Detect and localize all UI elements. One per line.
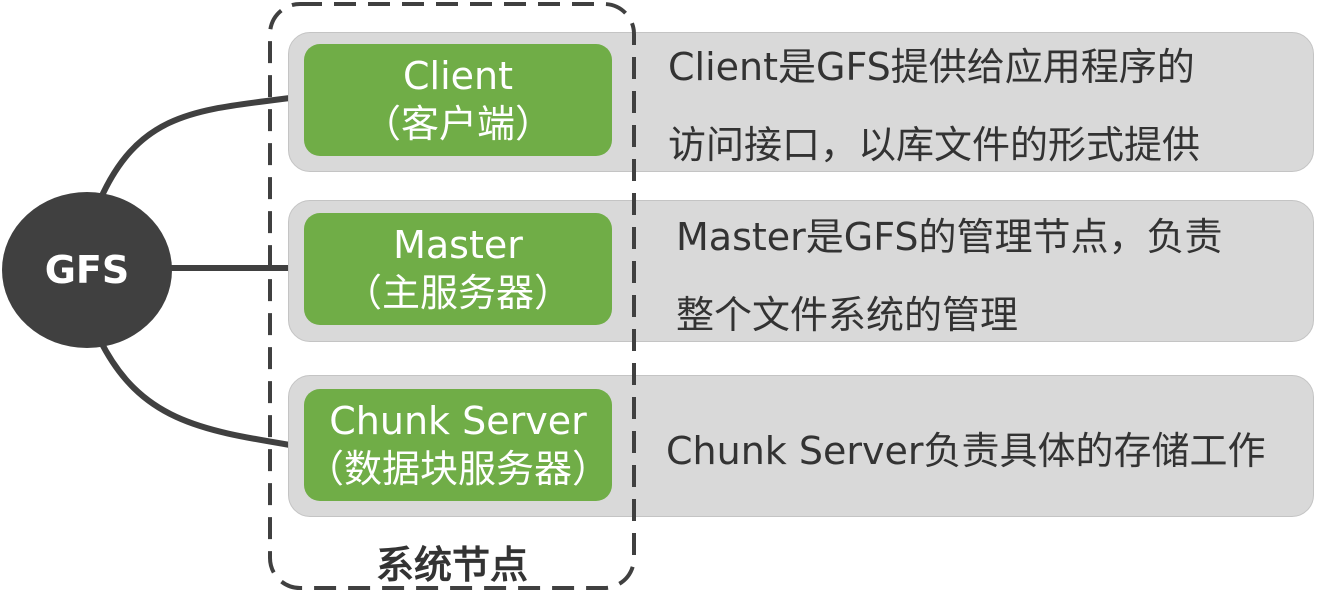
description-line: 整个文件系统的管理 <box>676 293 1019 337</box>
description-line: 访问接口，以库文件的形式提供 <box>668 123 1201 167</box>
component-subtitle: （客户端） <box>362 102 553 146</box>
component-name: Chunk Server <box>329 399 587 443</box>
description-chunk-server: Chunk Server负责具体的存储工作 <box>666 412 1265 490</box>
gfs-center-node: GFS <box>2 192 172 348</box>
component-subtitle: （主服务器） <box>343 271 572 315</box>
group-label: 系统节点 <box>375 543 528 587</box>
component-box-client: Client （客户端） <box>304 44 612 156</box>
component-subtitle: （数据块服务器） <box>305 447 610 491</box>
description-client: Client是GFS提供给应用程序的 访问接口，以库文件的形式提供 <box>668 28 1200 184</box>
component-box-master: Master （主服务器） <box>304 213 612 325</box>
component-name: Master <box>393 223 523 267</box>
connector-chunk-server <box>97 338 291 448</box>
description-line: Client是GFS提供给应用程序的 <box>668 45 1195 89</box>
component-name: Client <box>402 54 513 98</box>
connector-client <box>97 95 291 202</box>
description-line: Chunk Server负责具体的存储工作 <box>666 429 1266 473</box>
description-master: Master是GFS的管理节点，负责 整个文件系统的管理 <box>676 198 1223 354</box>
description-line: Master是GFS的管理节点，负责 <box>676 215 1223 259</box>
component-box-chunk-server: Chunk Server （数据块服务器） <box>304 389 612 501</box>
